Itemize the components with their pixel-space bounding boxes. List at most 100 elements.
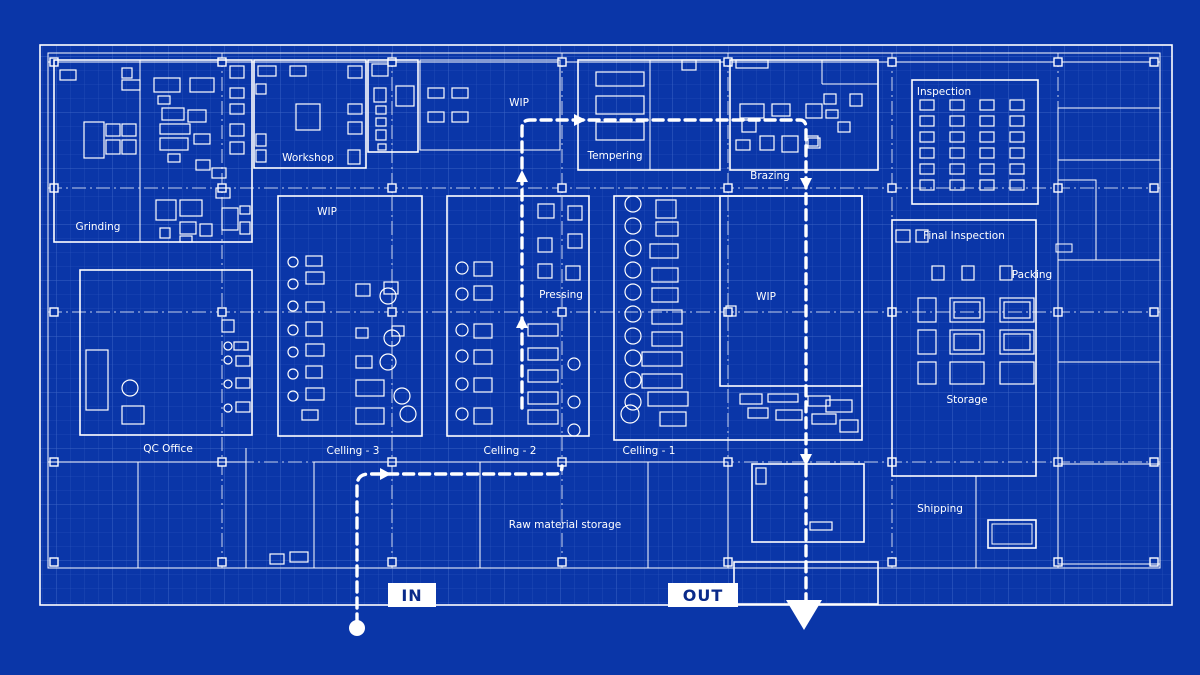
celling-2-cell [446,195,590,437]
machine-block [451,111,469,123]
machine-block [121,405,145,425]
column-marker [1149,183,1159,193]
machine-round [624,305,642,323]
machine-round [223,355,233,365]
machine-block [105,123,121,137]
machine-block [179,235,193,243]
arrow-right-icon [380,468,391,480]
machine-block [953,301,981,319]
grinding-room [53,59,253,243]
machine-block [373,87,387,103]
machine-block [917,297,937,323]
machine-block [641,373,683,389]
machine-block [651,267,679,283]
column-marker [217,557,227,567]
machine-block [153,77,181,93]
machine-block [739,393,763,405]
machine-round [624,349,642,367]
machine-block [347,121,363,135]
machine-block [427,87,445,99]
machine-block [567,233,583,249]
label-workshop: Workshop [282,152,334,164]
column-marker [49,307,59,317]
machine-round [287,300,299,312]
flow-start-dot [349,620,365,636]
column-marker [557,307,567,317]
machine-block [355,379,385,397]
machine-block [229,65,245,79]
machine-block [305,365,323,379]
column-marker [1149,557,1159,567]
workshop-room [253,59,367,169]
machine-block [375,129,387,141]
wip-center-room [719,195,863,387]
machine-block [811,413,837,425]
machine-block [825,399,853,413]
machine-block [999,265,1013,281]
machine-round [455,261,469,275]
machine-block [451,87,469,99]
machine-block [473,377,493,393]
machine-block [235,355,251,367]
label-celling-2: Celling - 2 [483,445,536,457]
machine-block [979,115,995,127]
grid [40,45,1172,605]
machine-block [473,323,493,339]
machine-block [257,65,277,77]
column-marker [387,183,397,193]
machine-block [849,93,863,107]
machine-block [305,321,323,337]
machine-block [305,255,323,267]
machine-block [805,103,823,119]
machine-block [807,395,831,407]
machine-block [1009,163,1025,175]
machine-block [735,139,751,151]
machine-block [651,331,683,347]
machine-block [735,59,769,69]
machine-block [961,265,975,281]
arrow-down-icon [800,454,812,466]
machine-round [379,287,397,305]
machine-block [255,149,267,163]
machine-round [223,379,233,389]
machine-block [595,71,645,87]
machine-round [287,390,299,402]
machine-round [455,377,469,391]
machine-block [537,263,553,279]
machine-block [641,351,683,367]
upper-right-bay [1057,107,1161,565]
machine-round [567,357,581,371]
machine-block [567,205,583,221]
machine-block [371,63,389,77]
out-dock-room [751,463,865,543]
machine-round [121,379,139,397]
column-marker [887,183,897,193]
machine-block [767,393,799,403]
machine-block [595,121,645,141]
column-marker [887,57,897,67]
arrow-down-icon [800,178,812,190]
machine-block [305,301,325,313]
machine-round [455,323,469,337]
machine-block [595,95,645,115]
flow-arrowheads [380,114,812,480]
equipment [59,59,1035,565]
machine-block [269,553,285,565]
machine-block [949,297,985,323]
machine-block [233,341,249,351]
machine-round [383,329,401,347]
raw-material-storage [313,461,729,569]
machine-block [919,179,935,191]
machine-block [655,221,679,237]
machine-block [917,329,937,355]
machine-round [287,368,299,380]
machine-block [999,297,1035,323]
machine-block [159,227,171,239]
machine-block [221,319,235,333]
machine-block [647,391,689,407]
machine-block [1009,179,1025,191]
machine-block [649,243,679,259]
machine-block [167,153,181,163]
machine-block [347,103,363,115]
machine-block [681,59,697,71]
